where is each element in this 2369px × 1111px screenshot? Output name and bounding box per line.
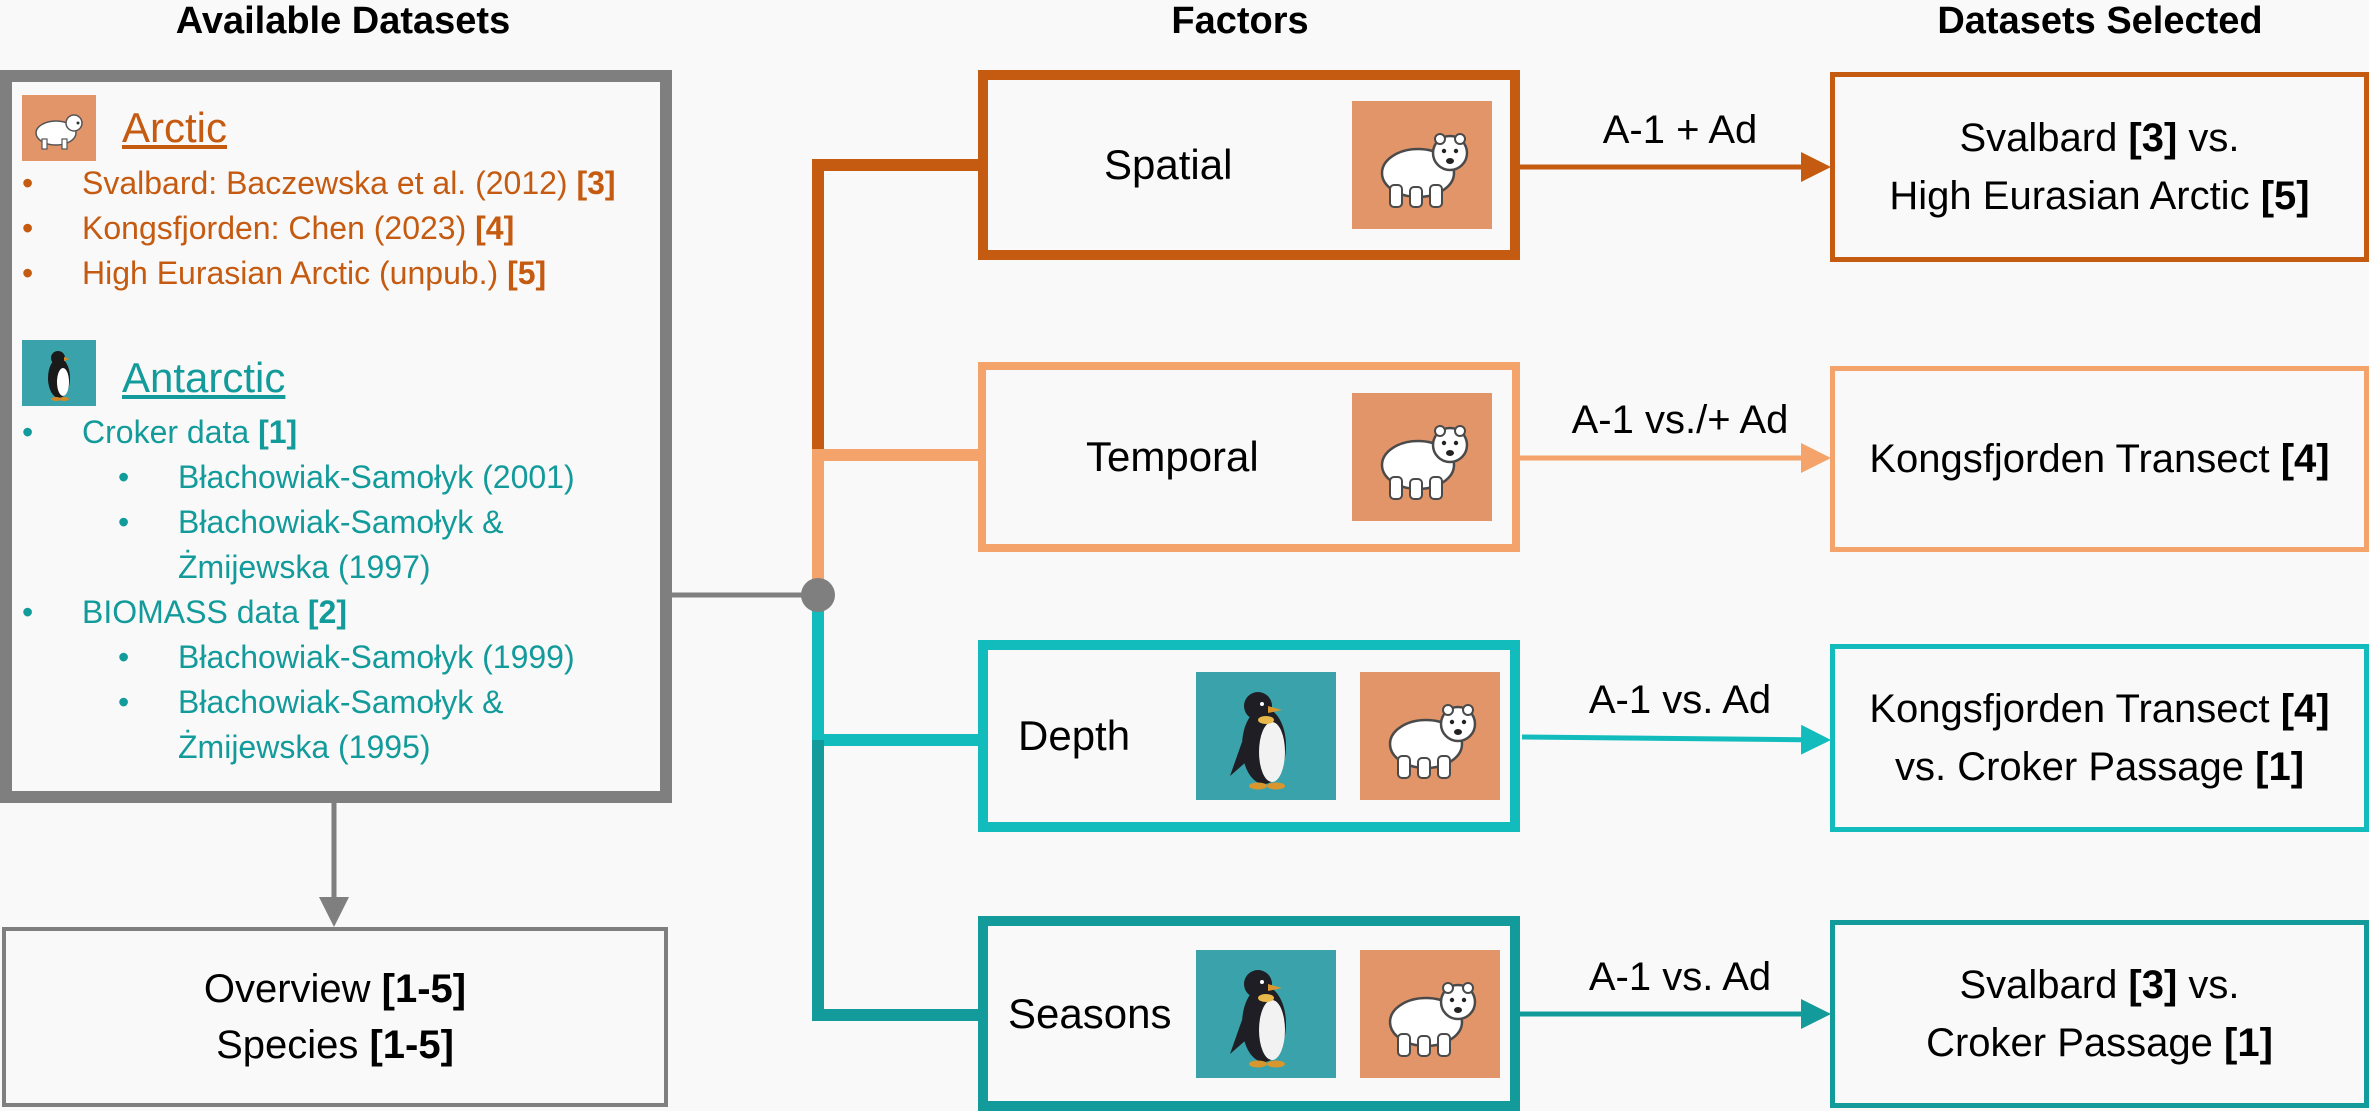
list-item: Kongsfjorden: Chen (2023) [4] [22, 206, 616, 251]
arctic-dataset-list: Svalbard: Baczewska et al. (2012) [3] Ko… [22, 161, 616, 296]
hub-node [801, 578, 835, 612]
factor-label: Depth [1018, 712, 1131, 759]
selected-seasons-box: Svalbard [3] vs. Croker Passage [1] [1830, 920, 2369, 1108]
seasons-branch [812, 740, 978, 1021]
list-item: Croker data [1] [22, 410, 575, 455]
datasets-selected-title: Datasets Selected [1937, 0, 2263, 42]
factors-title: Factors [1171, 0, 1309, 42]
selected-line: Svalbard [3] vs. [1959, 116, 2240, 160]
factor-seasons-box: Seasons [978, 916, 1520, 1111]
selected-line: Croker Passage [1] [1926, 1021, 2273, 1065]
factor-depth-box: Depth [978, 640, 1520, 832]
polar-bear-icon [1360, 672, 1500, 800]
factor-label: Temporal [1086, 433, 1259, 480]
list-item: Svalbard: Baczewska et al. (2012) [3] [22, 161, 616, 206]
list-item: High Eurasian Arctic (unpub.) [5] [22, 251, 616, 296]
list-item: Żmijewska (1997) [178, 549, 431, 585]
factor-temporal-box: Temporal [978, 362, 1520, 552]
antarctic-heading: Antarctic [122, 354, 286, 401]
penguin-icon [22, 340, 96, 406]
factor-label: Seasons [1008, 989, 1172, 1037]
factor-spatial-box: Spatial [978, 70, 1520, 260]
depth-branch [812, 600, 978, 746]
antarctic-dataset-list: Croker data [1] Błachowiak-Samołyk (2001… [22, 410, 575, 770]
factor-label: Spatial [1104, 141, 1233, 188]
list-item: Żmijewska (1995) [178, 729, 431, 765]
selected-spatial-box: Svalbard [3] vs. High Eurasian Arctic [5… [1830, 72, 2369, 262]
selected-line: vs. Croker Passage [1] [1894, 745, 2305, 789]
list-item: Błachowiak-Samołyk (2001) [22, 455, 575, 500]
list-item: Błachowiak-Samołyk & [22, 680, 575, 725]
selected-line: Svalbard [3] vs. [1959, 963, 2240, 1007]
list-item: Błachowiak-Samołyk & [22, 500, 575, 545]
depth-arrow [1521, 724, 1831, 755]
spatial-branch [812, 159, 978, 455]
polar-bear-icon [22, 95, 96, 161]
selected-temporal-box: Kongsfjorden Transect [4] [1830, 366, 2369, 552]
penguin-icon [1196, 672, 1336, 800]
species-line: Species [1-5] [216, 1023, 454, 1067]
spatial-arrow-label: A-1 + Ad [1602, 108, 1758, 152]
selected-line: High Eurasian Arctic [5] [1889, 174, 2310, 218]
selected-line: Kongsfjorden Transect [4] [1869, 687, 2330, 731]
polar-bear-icon [1360, 949, 1500, 1078]
temporal-branch [812, 449, 978, 590]
temporal-arrow-label: A-1 vs./+ Ad [1571, 398, 1789, 442]
depth-arrow-label: A-1 vs. Ad [1588, 678, 1772, 722]
polar-bear-icon [1352, 101, 1492, 229]
list-item: Błachowiak-Samołyk (1999) [22, 635, 575, 680]
selected-depth-box: Kongsfjorden Transect [4] vs. Croker Pas… [1830, 644, 2369, 832]
available-datasets-title: Available Datasets [175, 0, 511, 42]
selected-line: Kongsfjorden Transect [4] [1869, 437, 2330, 481]
arctic-heading: Arctic [122, 104, 227, 151]
seasons-arrow-label: A-1 vs. Ad [1588, 955, 1772, 999]
penguin-icon [1196, 949, 1336, 1078]
polar-bear-icon [1352, 393, 1492, 521]
overview-line: Overview [1-5] [203, 967, 467, 1011]
list-item: BIOMASS data [2] [22, 590, 575, 635]
overview-box: Overview [1-5] Species [1-5] [2, 927, 668, 1107]
